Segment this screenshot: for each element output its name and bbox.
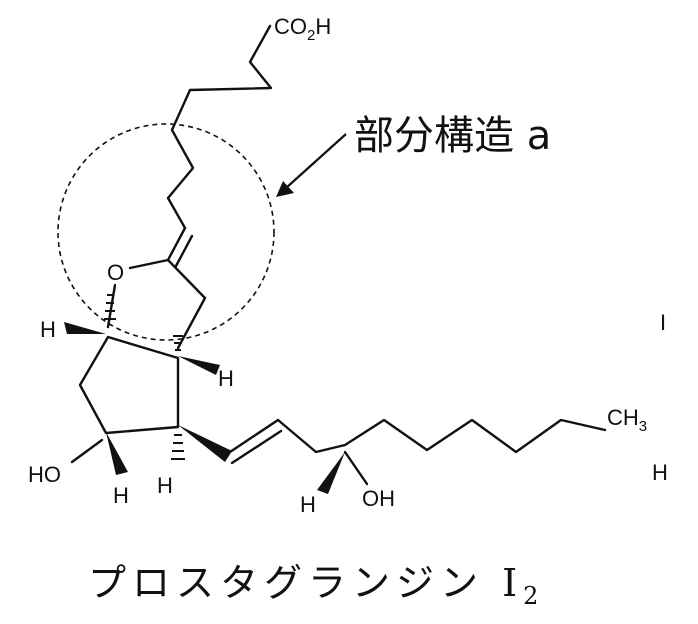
partial-structure-label: 部分構造 a [354, 113, 551, 159]
hydrogen-bottom-mid: H [157, 473, 173, 498]
compound-name-subscript: 2 [523, 582, 544, 610]
upper-side-chain [166, 24, 273, 230]
carboxyl-label: CO2H [274, 14, 331, 44]
ring-bond-c-c [166, 258, 207, 300]
cyclopentane-ring [78, 335, 180, 435]
carboxyl-tail: H [315, 14, 331, 39]
stray-mark-bar: I [660, 310, 666, 335]
ring-oxygen-label: O [107, 260, 124, 285]
ring-bond-c-o [128, 258, 170, 270]
methyl-sub: 3 [639, 418, 647, 435]
partial-structure-circle [57, 123, 275, 341]
skeleton-bonds [70, 24, 607, 486]
stereo-bonds [64, 294, 345, 494]
hash-bond-a [173, 335, 183, 351]
wedge-right-h [178, 356, 220, 375]
hydrogen-chain: H [300, 492, 316, 517]
hydrogen-top-left: H [40, 317, 56, 342]
ring-bond-c-ch [176, 296, 207, 350]
stray-mark-h: H [652, 460, 668, 485]
hydrogen-bottom-left: H [113, 483, 129, 508]
exocyclic-double-bond-inner [174, 234, 194, 268]
hydroxyl-bond-right [343, 450, 369, 486]
wedge-bottom-h [106, 432, 128, 475]
lower-side-chain [276, 418, 607, 454]
carboxyl-sub: 2 [307, 27, 315, 44]
compound-name-main: プロスタグランジン I [88, 561, 523, 605]
hydrogen-right: H [218, 366, 234, 391]
wedge-chain [178, 425, 232, 462]
trans-double-bond-inner [230, 429, 283, 465]
hydroxyl-left-label: HO [28, 462, 61, 487]
ring-bond-o-c [106, 283, 117, 329]
trans-double-bond [228, 418, 280, 454]
callout-arrow [276, 133, 347, 197]
hydroxyl-bond-left [70, 438, 104, 464]
wedge-chain-h [317, 452, 345, 494]
methyl-main: CH [607, 405, 639, 430]
compound-name: プロスタグランジン I2 [88, 561, 544, 610]
exocyclic-double-bond [166, 226, 187, 262]
carboxyl-main: CO [274, 14, 307, 39]
hash-bond-b [171, 434, 185, 460]
hydroxyl-right-label: OH [362, 486, 395, 511]
wedge-top-left-h [64, 322, 106, 334]
hash-bond-c [104, 294, 116, 320]
methyl-label: CH3 [607, 405, 647, 435]
